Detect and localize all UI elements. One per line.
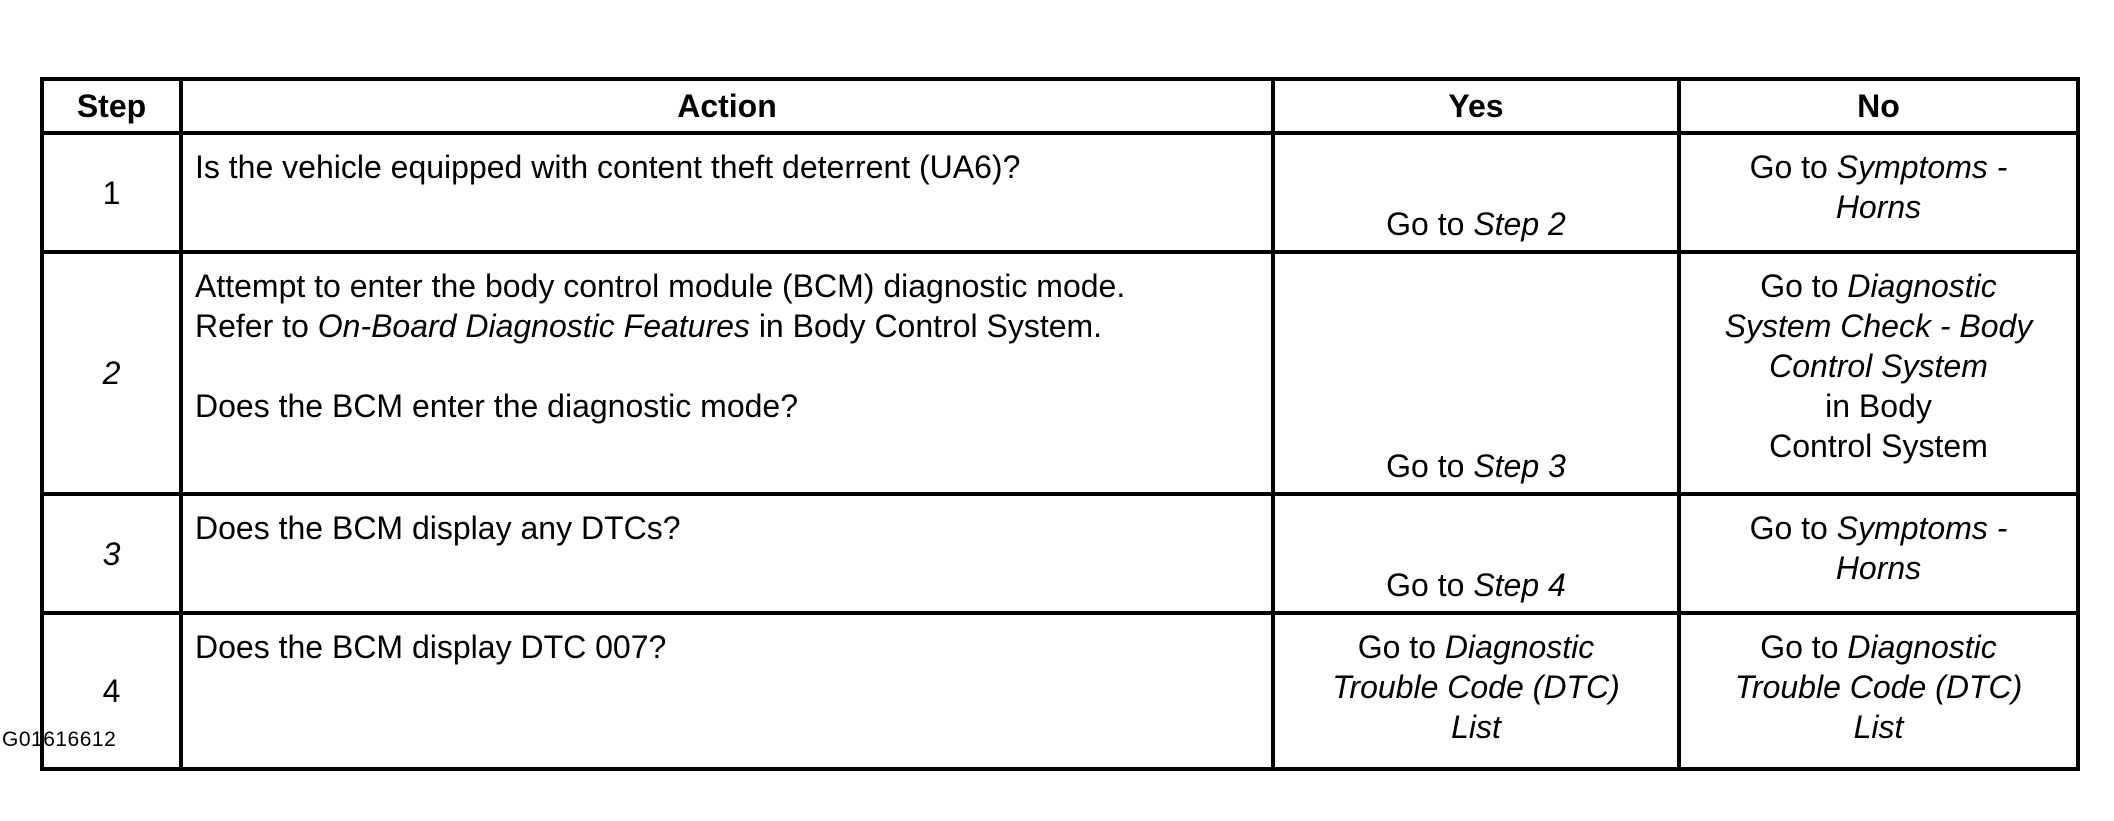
no-cell: Go to Diagnostic System Check - Body Con… <box>1677 250 2080 496</box>
yes-cell: Go to Step 4 <box>1271 492 1681 615</box>
no-target-line1: Diagnostic <box>1847 629 1997 665</box>
no-prefix: Go to <box>1749 510 1837 546</box>
table-row: 1 Is the vehicle equipped with content t… <box>40 131 2080 254</box>
step-number: 4 <box>40 611 183 771</box>
header-no: No <box>1677 77 2080 135</box>
yes-target: Step 2 <box>1473 206 1566 242</box>
no-cell: Go to Symptoms - Horns <box>1677 131 2080 254</box>
step-number: 1 <box>40 131 183 254</box>
diagnostic-table: Step Action Yes No 1 Is the vehicle equi… <box>40 77 2080 771</box>
no-prefix: Go to <box>1760 629 1848 665</box>
no-suffix-line1: in Body <box>1825 388 1932 424</box>
no-target-line2: System Check - Body <box>1724 308 2033 344</box>
no-prefix: Go to <box>1749 149 1837 185</box>
yes-target: Step 3 <box>1473 448 1566 484</box>
no-target-line2: Horns <box>1835 550 1922 586</box>
no-prefix: Go to <box>1760 268 1848 304</box>
action-question: Is the vehicle equipped with content the… <box>195 149 1021 185</box>
yes-cell: Go to Diagnostic Trouble Code (DTC) List <box>1271 611 1681 771</box>
no-target-line2: Horns <box>1835 189 1922 225</box>
header-action: Action <box>179 77 1275 135</box>
yes-prefix: Go to <box>1386 448 1474 484</box>
yes-cell: Go to Step 2 <box>1271 131 1681 254</box>
action-reference: On-Board Diagnostic Features <box>317 308 750 344</box>
no-target-line3: Control System <box>1769 348 1988 384</box>
step-number: 3 <box>40 492 183 615</box>
yes-cell: Go to Step 3 <box>1271 250 1681 496</box>
no-cell: Go to Diagnostic Trouble Code (DTC) List <box>1677 611 2080 771</box>
action-question: Does the BCM display any DTCs? <box>195 510 681 546</box>
action-cell: Does the BCM display DTC 007? <box>179 611 1275 771</box>
no-target-line1: Symptoms - <box>1836 510 2008 546</box>
action-reference-prefix: Refer to <box>195 308 318 344</box>
step-number: 2 <box>40 250 183 496</box>
no-cell: Go to Symptoms - Horns <box>1677 492 2080 615</box>
figure-id: G01616612 <box>2 728 117 751</box>
action-cell: Is the vehicle equipped with content the… <box>179 131 1275 254</box>
no-suffix-line2: Control System <box>1769 428 1988 464</box>
yes-prefix: Go to <box>1386 567 1474 603</box>
action-reference-suffix: in Body Control System. <box>749 308 1103 344</box>
table-row: 3 Does the BCM display any DTCs? Go to S… <box>40 492 2080 615</box>
table-row: 2 Attempt to enter the body control modu… <box>40 250 2080 496</box>
yes-target: Step 4 <box>1473 567 1566 603</box>
no-target-line3: List <box>1853 709 1904 745</box>
yes-target-line3: List <box>1451 709 1501 745</box>
action-question: Does the BCM display DTC 007? <box>195 629 667 665</box>
yes-target-line1: Diagnostic <box>1444 629 1595 665</box>
yes-prefix: Go to <box>1386 206 1474 242</box>
action-cell: Does the BCM display any DTCs? <box>179 492 1275 615</box>
action-question: Does the BCM enter the diagnostic mode? <box>195 388 798 424</box>
action-instruction: Attempt to enter the body control module… <box>195 268 1126 304</box>
yes-target-line2: Trouble Code (DTC) <box>1332 669 1620 705</box>
action-cell: Attempt to enter the body control module… <box>179 250 1275 496</box>
table-row: 4 Does the BCM display DTC 007? Go to Di… <box>40 611 2080 771</box>
header-yes: Yes <box>1271 77 1681 135</box>
header-step: Step <box>40 77 183 135</box>
action-reference-line: Refer to On-Board Diagnostic Features in… <box>195 306 1259 346</box>
no-target-line2: Trouble Code (DTC) <box>1734 669 2023 705</box>
no-target-line1: Symptoms - <box>1836 149 2008 185</box>
table-header-row: Step Action Yes No <box>40 77 2080 135</box>
no-target-line1: Diagnostic <box>1847 268 1997 304</box>
yes-prefix: Go to <box>1357 629 1445 665</box>
